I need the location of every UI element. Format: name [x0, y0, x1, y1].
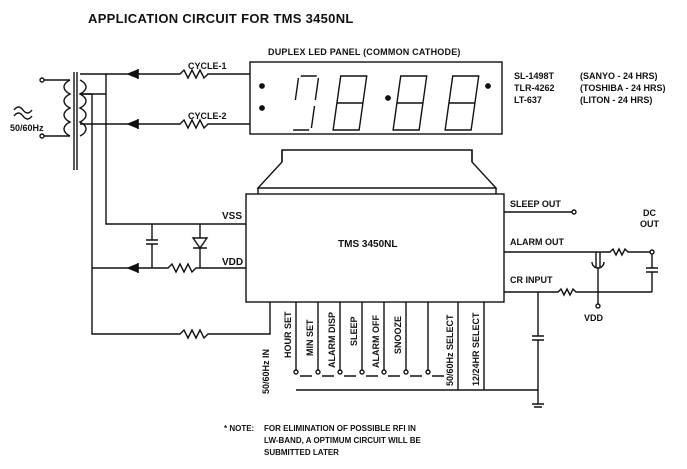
- vdd-right-label: VDD: [584, 313, 604, 323]
- supply-label: 50/60Hz: [10, 123, 44, 133]
- transformer-primary: [63, 79, 72, 137]
- pin-snooze: SNOOZE: [393, 315, 403, 354]
- ac-source-icon: [13, 106, 33, 120]
- switch-contacts: [293, 369, 444, 377]
- panel-dot-left-low: [259, 105, 265, 111]
- note-line-3: SUBMITTED LATER: [264, 448, 339, 457]
- pin-sleep: SLEEP: [349, 316, 359, 346]
- note-line-2: LW-BAND, A OPTIMUM CIRCUIT WILL BE: [264, 436, 421, 445]
- vss-label: VSS: [222, 211, 243, 222]
- pin-50-60hz-in: 50/60Hz IN: [261, 348, 271, 394]
- digit-3: [392, 75, 428, 131]
- ribbon-connector: [256, 149, 498, 189]
- part-2-maker: (TOSHIBA - 24 HRS): [580, 83, 666, 93]
- digit-1: [293, 75, 320, 131]
- pin-alarm-disp: ALARM DISP: [327, 312, 337, 368]
- pin-50-60hz-select: 50/60Hz SELECT: [445, 314, 455, 386]
- alarm-out-label: ALARM OUT: [510, 237, 564, 247]
- cycle-2-label: CYCLE-2: [188, 111, 227, 121]
- part-2: TLR-4262: [514, 83, 555, 93]
- panel-label: DUPLEX LED PANEL (COMMON CATHODE): [268, 47, 461, 57]
- vdd-label: VDD: [222, 257, 244, 268]
- chip-name: TMS 3450NL: [338, 239, 398, 250]
- part-3: LT-637: [514, 95, 542, 105]
- cycle-1-label: CYCLE-1: [188, 61, 227, 71]
- pin-12-24hr-select: 12/24HR SELECT: [471, 312, 481, 386]
- pin-min-set: MIN SET: [305, 319, 315, 356]
- panel-dot-left: [259, 83, 265, 89]
- part-3-maker: (LITON - 24 HRS): [580, 95, 653, 105]
- digit-2: [332, 75, 368, 131]
- page-title: APPLICATION CIRCUIT FOR TMS 3450NL: [88, 11, 354, 26]
- note-marker: * NOTE:: [224, 424, 255, 433]
- transformer-secondary: [78, 79, 87, 137]
- led-panel: [249, 61, 503, 135]
- dc-out-label: DC OUT: [640, 208, 659, 229]
- panel-dot-mid: [385, 95, 391, 101]
- pin-alarm-off: ALARM OFF: [371, 315, 381, 368]
- part-1-maker: (SANYO - 24 HRS): [580, 71, 658, 81]
- panel-dot-right: [485, 83, 491, 89]
- chip-box: [245, 193, 505, 303]
- sleep-out-label: SLEEP OUT: [510, 199, 561, 209]
- note-line-1: FOR ELIMINATION OF POSSIBLE RFI IN: [264, 424, 416, 433]
- cr-input-label: CR INPUT: [510, 275, 553, 285]
- digit-4: [444, 75, 480, 131]
- part-1: SL-1498T: [514, 71, 555, 81]
- pin-hour-set: HOUR SET: [283, 311, 293, 358]
